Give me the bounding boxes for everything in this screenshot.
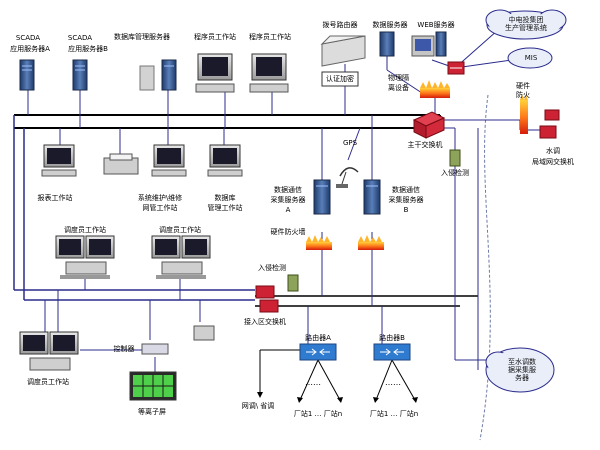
prog-workstation-2 (249, 53, 289, 93)
hw-firewall-top-label-1: 硬件 (516, 82, 530, 90)
access-switch-label: 接入区交换机 (244, 318, 286, 326)
router-a-label: 路由器A (305, 334, 331, 342)
plant-b-label: 厂站1 … 厂站n (369, 410, 419, 418)
web-server-label: WEB服务器 (417, 21, 455, 29)
web-server (411, 31, 447, 57)
router-b (373, 343, 411, 361)
hw-firewall-right (520, 94, 528, 134)
access-switch (255, 285, 279, 313)
auth-encrypt-label: 认证加密 (326, 75, 354, 83)
cloud-production-mgmt (485, 9, 567, 40)
svg-text:……: …… (385, 378, 401, 387)
comm-server-b (363, 179, 381, 215)
dispatch-ws-1-label: 调度员工作站 (64, 226, 106, 234)
intrusion-2-label: 入侵检测 (258, 264, 286, 272)
plant-a-label: 厂站1 … 厂站n (293, 410, 343, 418)
display-screen-label: 等离子屏 (138, 408, 166, 416)
cloud-water-collect (485, 347, 555, 393)
grid-dispatch-label: 网调\ 省调 (241, 402, 275, 410)
router-a (299, 343, 337, 361)
comm-server-a (313, 179, 331, 215)
intrusion-detection-mid (287, 274, 299, 292)
comm-b-label-3: B (403, 206, 409, 214)
scada-server-b (72, 59, 88, 91)
router-b-label: 路由器B (379, 334, 405, 342)
report-workstation (41, 144, 77, 177)
gps-label: GPS (342, 139, 358, 147)
phys-isolation-label-2: 离设备 (388, 84, 409, 92)
data-server-label: 数据服务器 (372, 21, 408, 29)
sys-maint-workstation (151, 144, 187, 177)
scada-a-label-1: SCADA (15, 34, 41, 42)
signal-router-label: 拨号路由器 (322, 21, 358, 29)
scada-server-a (19, 59, 35, 91)
db-server-label: 数据库管理服务器 (114, 33, 170, 41)
intrusion-1-label: 入侵检测 (441, 169, 469, 177)
dispatch-workstation-2 (151, 235, 211, 279)
sys-maint-label-1: 系统维护\维修 (137, 194, 183, 202)
dispatch-workstation-1 (55, 235, 115, 279)
printer-left (103, 153, 139, 175)
db-ws-label-2: 管理工作站 (207, 204, 243, 212)
auth-encrypt-box (321, 71, 359, 87)
svg-text:……: …… (305, 378, 321, 387)
router-red-top (447, 61, 465, 75)
hw-firewall-mid-label: 硬件防火墙 (270, 228, 306, 236)
comm-a-label-1: 数据通信 (274, 186, 302, 194)
dial-router-box (320, 35, 366, 67)
main-switch-label: 主干交换机 (407, 141, 443, 149)
boundary-dashed-line (479, 94, 491, 441)
controller (141, 343, 169, 355)
comm-a-label-3: A (285, 206, 291, 214)
prog-ws-2-label: 程序员工作站 (249, 33, 291, 41)
cloud-mis-label: MIS (524, 54, 538, 62)
water-lan-switch (539, 109, 560, 139)
physical-isolation-device (420, 80, 450, 98)
comm-a-label-2: 采集服务器 (270, 196, 306, 204)
scada-b-label-2: 应用服务器B (68, 45, 108, 53)
db-server (139, 59, 177, 91)
sys-maint-label-2: 网管工作站 (142, 204, 178, 212)
comm-b-label-2: 采集服务器 (388, 196, 424, 204)
printer-right (193, 325, 215, 341)
plasma-display (129, 371, 177, 401)
controller-label: 控制器 (113, 345, 135, 353)
hw-firewall-top-label-2: 防火 (516, 91, 530, 99)
cloud-water-collect-label: 至水调数 据采集服 务器 (508, 358, 536, 382)
prog-workstation-1 (195, 53, 235, 93)
prog-ws-1-label: 程序员工作站 (194, 33, 236, 41)
water-switch-label-2: 局域网交换机 (532, 158, 574, 166)
db-workstation (207, 144, 243, 177)
gps-antenna (336, 167, 359, 188)
phys-isolation-label-1: 物理隔 (388, 74, 409, 82)
dispatch-ws-3-label: 调度员工作站 (27, 378, 69, 386)
cloud-production-mgmt-label: 中电投集团 生产管理系统 (505, 16, 547, 32)
db-ws-label-1: 数据库 (214, 194, 236, 202)
scada-b-label-1: SCADA (67, 34, 93, 42)
data-server-top (379, 31, 395, 57)
hw-firewall-mid-b (358, 235, 384, 250)
main-switch (412, 111, 446, 139)
dispatch-ws-2-label: 调度员工作站 (159, 226, 201, 234)
cloud-mis (507, 47, 553, 69)
dispatch-workstation-3 (19, 331, 79, 371)
scada-a-label-2: 应用服务器A (10, 45, 50, 53)
hw-firewall-mid-a (306, 235, 332, 250)
intrusion-detection-top (449, 149, 461, 167)
comm-b-label-1: 数据通信 (392, 186, 420, 194)
water-switch-label-1: 水调 (546, 147, 560, 155)
report-ws-label: 报表工作站 (37, 194, 73, 202)
